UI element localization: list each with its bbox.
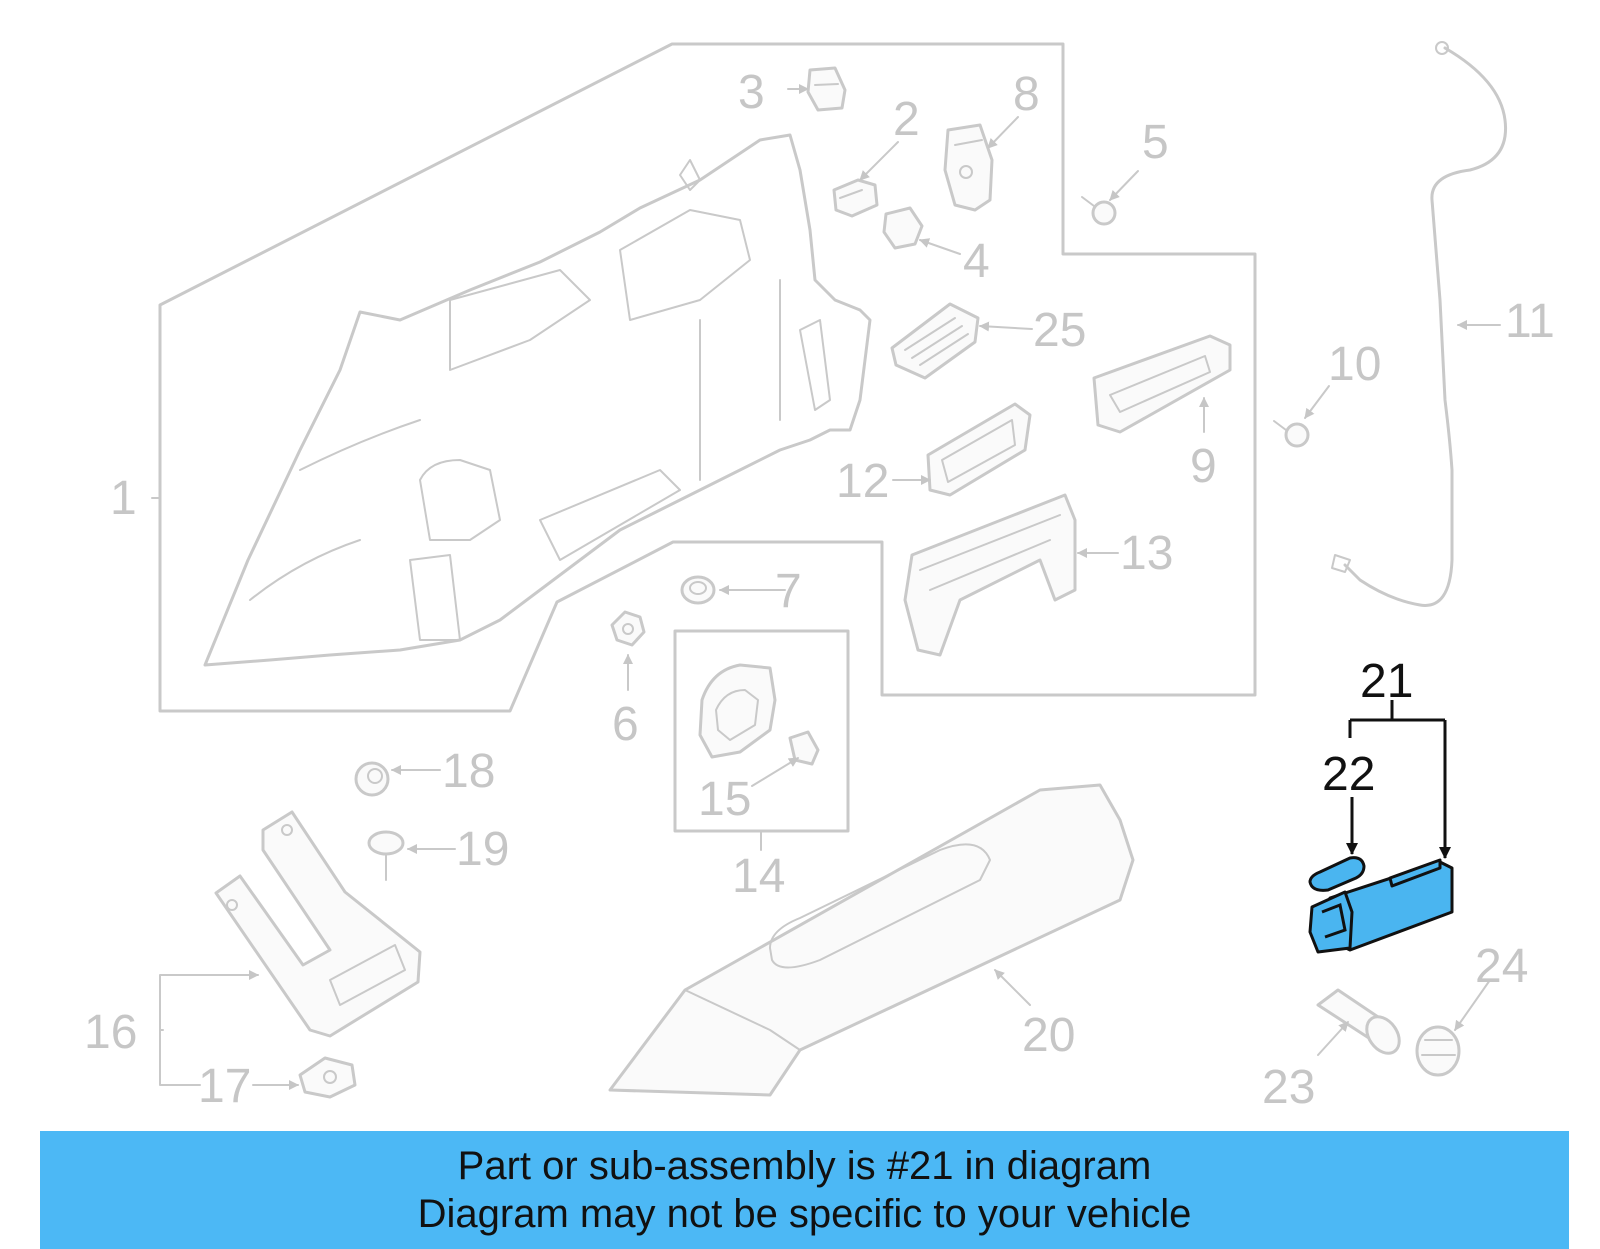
screw-part-15[interactable] (788, 730, 820, 766)
callout-17: 17 (198, 1060, 251, 1113)
bracket-part-16[interactable] (214, 810, 422, 1038)
screw-part-19[interactable] (367, 830, 405, 881)
callout-19: 19 (456, 823, 509, 876)
release-cable-part-11[interactable] (1331, 41, 1508, 607)
callout-6: 6 (612, 698, 639, 751)
clip-part-2[interactable] (832, 178, 879, 218)
callout-18: 18 (442, 745, 495, 798)
callout-20: 20 (1022, 1009, 1075, 1062)
callout-2: 2 (893, 93, 920, 146)
cap-part-24[interactable] (1415, 1025, 1461, 1077)
callout-13: 13 (1120, 527, 1173, 580)
cover-part-12[interactable] (926, 402, 1032, 497)
bracket-part-13[interactable] (903, 493, 1077, 657)
callout-5: 5 (1142, 116, 1169, 169)
callout-3: 3 (738, 66, 765, 119)
callout-24: 24 (1475, 940, 1528, 993)
callout-16: 16 (84, 1006, 137, 1059)
handle-part-14[interactable] (698, 663, 777, 759)
callout-15: 15 (698, 773, 751, 826)
leader-lines (151, 84, 1501, 1090)
callout-7: 7 (775, 565, 802, 618)
bulb-part-22[interactable] (1308, 856, 1366, 892)
clip-part-4[interactable] (882, 206, 924, 250)
grommet-part-7[interactable] (680, 575, 716, 605)
callout-labels: 1 2 3 4 5 6 7 8 9 10 11 12 13 14 15 16 1… (84, 66, 1555, 1114)
callout-14: 14 (732, 850, 785, 903)
callout-8: 8 (1013, 68, 1040, 121)
lamp-housing-part-9[interactable] (1092, 334, 1232, 434)
info-banner: Part or sub-assembly is #21 in diagram D… (40, 1131, 1569, 1249)
socket-part-23[interactable] (1316, 988, 1406, 1059)
callout-23: 23 (1262, 1061, 1315, 1114)
banner-line-disclaimer: Diagram may not be specific to your vehi… (417, 1192, 1192, 1236)
group-outline-1 (158, 42, 1257, 713)
callout-21: 21 (1360, 655, 1413, 708)
callout-11: 11 (1505, 295, 1555, 348)
bumper-part-17[interactable] (298, 1056, 357, 1099)
push-pin-part-5[interactable] (1081, 196, 1117, 226)
callout-12: 12 (836, 455, 889, 508)
push-pin-part-10[interactable] (1273, 420, 1310, 448)
callout-22: 22 (1322, 748, 1375, 801)
highlight-leader-lines (1346, 700, 1451, 859)
trim-panel-part-20[interactable] (608, 783, 1135, 1097)
quarter-trim-panel[interactable] (203, 133, 872, 667)
latch-bracket-part-8[interactable] (943, 123, 994, 212)
callout-10: 10 (1328, 338, 1381, 391)
vent-grille-part-25[interactable] (890, 302, 980, 380)
callout-4: 4 (963, 235, 990, 288)
clip-nut-part-18[interactable] (354, 761, 390, 797)
banner-line-part-number: Part or sub-assembly is #21 in diagram (457, 1144, 1152, 1188)
retainer-part-3[interactable] (806, 66, 847, 112)
lamp-assembly-part-21[interactable] (1308, 858, 1454, 954)
callout-9: 9 (1190, 440, 1217, 493)
nut-part-6[interactable] (610, 610, 646, 647)
callout-25: 25 (1033, 304, 1086, 357)
callout-1: 1 (110, 472, 137, 525)
